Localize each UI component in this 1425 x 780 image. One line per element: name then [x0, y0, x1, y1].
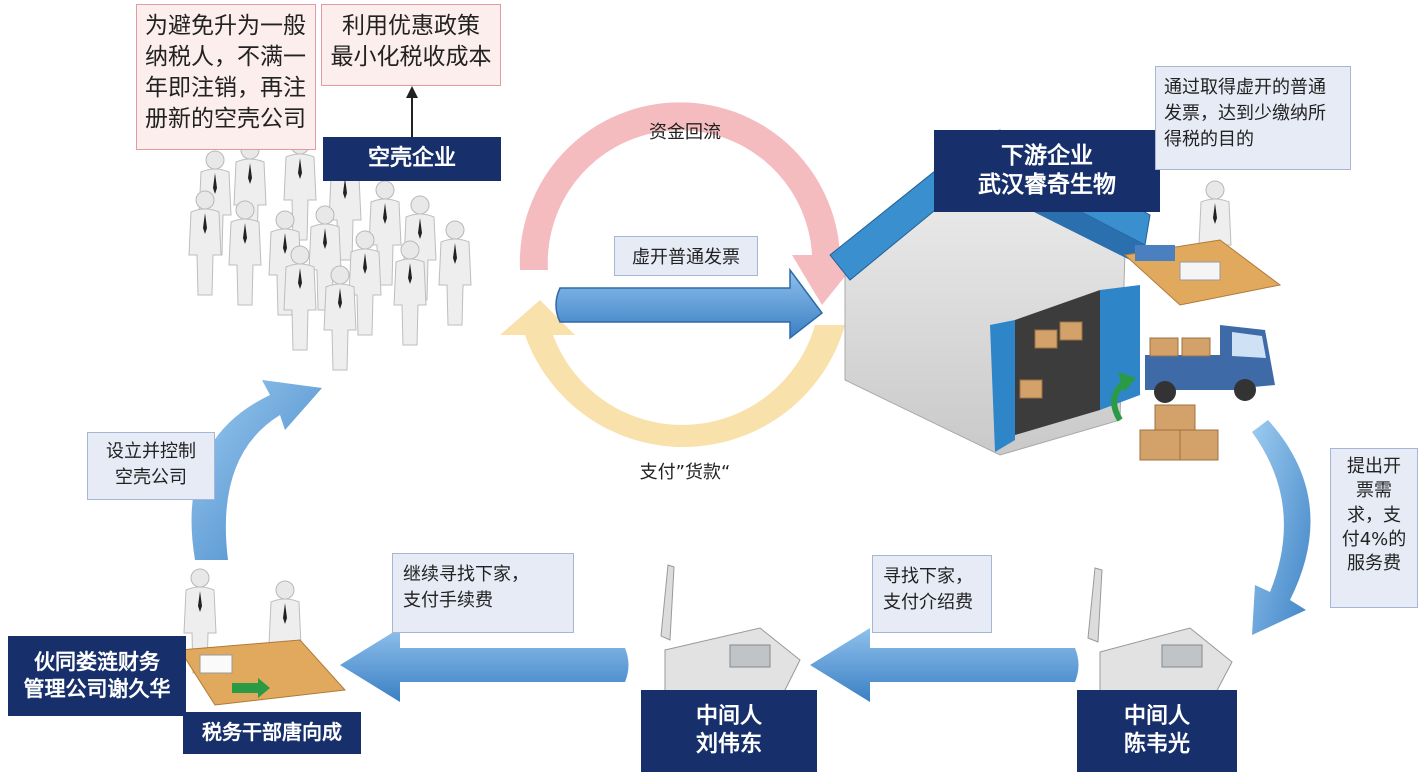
- label-line: 中间人: [695, 703, 762, 729]
- finance-company-label: 伙同娄涟财务 管理公司谢久华: [8, 636, 186, 716]
- note-line: 为避免升为一般: [145, 13, 306, 39]
- note-line: 利用优惠政策: [342, 13, 480, 39]
- downstream-purpose-note: 通过取得虚开的普通 发票，达到少缴纳所 得税的目的: [1155, 66, 1351, 170]
- invoice-arrow: [555, 267, 824, 340]
- label-text: 虚开普通发票: [632, 247, 740, 268]
- payment-label: 支付”货款“: [639, 462, 731, 483]
- setup-control-note: 设立并控制 空壳公司: [87, 432, 215, 500]
- label-line: 武汉睿奇生物: [978, 172, 1116, 198]
- arrow-to-middleman1: [810, 628, 1079, 702]
- note-line: 寻找下家，: [883, 566, 973, 587]
- label-line: 陈韦光: [1123, 732, 1190, 757]
- fund-return-label: 资金回流: [649, 122, 721, 143]
- note-line: 提出开: [1347, 456, 1401, 477]
- downstream-company-label: 下游企业 武汉睿奇生物: [934, 130, 1160, 212]
- note-line: 服务费: [1347, 553, 1401, 575]
- note-line: 设立并控制: [106, 441, 196, 462]
- label-line: 中间人: [1123, 703, 1190, 729]
- finance-office-illustration: [179, 568, 347, 706]
- note-line: 求，支: [1347, 504, 1401, 526]
- label-line: 下游企业: [1001, 142, 1093, 169]
- arrow-to-finance: [340, 628, 629, 702]
- handling-fee-note: 继续寻找下家， 支付手续费: [392, 553, 574, 633]
- note-line: 支付手续费: [403, 590, 493, 612]
- label-line: 刘伟东: [695, 732, 762, 757]
- shell-company-label: 空壳企业: [323, 137, 501, 181]
- label-line: 伙同娄涟财务: [34, 650, 160, 675]
- tax-policy-note: 利用优惠政策 最小化税收成本: [321, 4, 501, 86]
- note-line: 票需: [1356, 480, 1392, 502]
- note-line: 纳税人，不满一: [145, 44, 306, 71]
- note-line: 得税的目的: [1164, 129, 1254, 151]
- fund-return-arc: [519, 102, 862, 305]
- shell-reason-note: 为避免升为一般 纳税人，不满一 年即注销，再注 册新的空壳公司: [136, 4, 316, 150]
- fake-invoice-label: 虚开普通发票: [614, 236, 758, 276]
- service-fee-note: 提出开 票需 求，支 付4%的 服务费: [1330, 448, 1418, 608]
- label-text: 空壳企业: [367, 145, 456, 171]
- clerk-desk: [1123, 180, 1282, 306]
- introduction-fee-note: 寻找下家， 支付介绍费: [872, 555, 992, 633]
- setup-arc: [191, 380, 322, 560]
- note-connector: [406, 86, 418, 138]
- middleman2-label: 中间人 陈韦光: [1077, 690, 1237, 772]
- tax-officer-label: 税务干部唐向成: [183, 712, 361, 754]
- note-line: 继续寻找下家，: [403, 564, 529, 585]
- label-text: 税务干部唐向成: [202, 720, 342, 745]
- demand-arc: [1252, 420, 1311, 635]
- note-line: 最小化税收成本: [330, 44, 492, 71]
- note-line: 空壳公司: [115, 467, 187, 489]
- label-line: 管理公司谢久华: [23, 677, 171, 701]
- payment-arc: [500, 300, 845, 448]
- truck-illustration: [1139, 325, 1275, 461]
- note-line: 发票，达到少缴纳所: [1164, 103, 1326, 125]
- note-line: 通过取得虚开的普通: [1164, 77, 1326, 98]
- note-line: 年即注销，再注: [145, 75, 306, 102]
- note-line: 付4%的: [1341, 528, 1407, 550]
- note-line: 册新的空壳公司: [145, 106, 306, 133]
- note-line: 支付介绍费: [883, 592, 973, 614]
- middleman1-label: 中间人 刘伟东: [641, 690, 817, 772]
